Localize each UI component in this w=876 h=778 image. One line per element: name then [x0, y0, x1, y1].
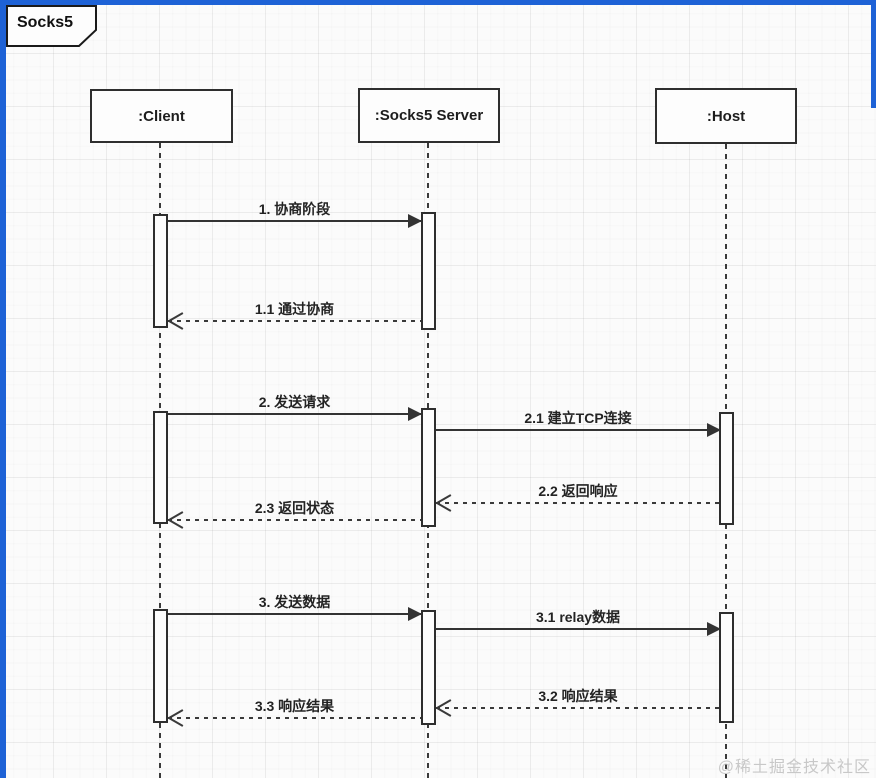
open-arrowhead-icon	[168, 710, 185, 726]
message-3-line	[168, 613, 421, 615]
message-1-1: 1.1 通过协商	[168, 301, 421, 329]
frame-label-tab: Socks5	[6, 5, 98, 47]
filled-arrowhead-icon	[707, 622, 721, 636]
filled-arrowhead-icon	[707, 423, 721, 437]
message-3-3: 3.3 响应结果	[168, 698, 421, 726]
message-3-1-line	[436, 628, 720, 630]
message-1-1-label: 1.1 通过协商	[254, 301, 335, 317]
activation-client-2	[153, 411, 168, 524]
message-1-line	[168, 220, 421, 222]
right-edge-accent	[871, 0, 876, 108]
actor-label-host: :Host	[706, 107, 746, 125]
actor-label-client: :Client	[138, 107, 185, 125]
activation-server-1	[421, 212, 436, 330]
message-2-3-label: 2.3 返回状态	[254, 500, 335, 516]
watermark-text: @稀土掘金技术社区	[717, 759, 871, 776]
message-2-3-line	[168, 519, 421, 521]
message-3-1-label: 3.1 relay数据	[535, 609, 621, 625]
message-2: 2. 发送请求	[168, 394, 422, 422]
open-arrowhead-icon	[436, 700, 453, 716]
open-arrowhead-icon	[168, 313, 185, 329]
filled-arrowhead-icon	[408, 607, 422, 621]
filled-arrowhead-icon	[408, 407, 422, 421]
actor-box-host: :Host	[655, 88, 797, 144]
message-3-2: 3.2 响应结果	[436, 688, 720, 716]
message-2-1: 2.1 建立TCP连接	[436, 410, 721, 438]
activation-host-2	[719, 412, 734, 525]
message-2-2-label: 2.2 返回响应	[538, 483, 618, 499]
frame-tab-shape-icon	[6, 5, 97, 47]
message-1: 1. 协商阶段	[168, 201, 422, 229]
activation-host-3	[719, 612, 734, 723]
activation-client-1	[153, 214, 168, 328]
message-2-label: 2. 发送请求	[258, 394, 331, 410]
message-3: 3. 发送数据	[168, 594, 422, 622]
activation-server-3	[421, 610, 436, 725]
filled-arrowhead-icon	[408, 214, 422, 228]
message-3-1: 3.1 relay数据	[436, 609, 721, 637]
actor-box-server: :Socks5 Server	[358, 88, 500, 143]
open-arrowhead-icon	[436, 495, 453, 511]
actor-box-client: :Client	[90, 89, 233, 143]
message-1-1-line	[168, 320, 421, 322]
activation-server-2	[421, 408, 436, 527]
message-1-label: 1. 协商阶段	[258, 201, 331, 217]
message-3-3-label: 3.3 响应结果	[254, 698, 335, 714]
left-edge-accent	[0, 0, 6, 778]
message-2-line	[168, 413, 421, 415]
message-2-1-label: 2.1 建立TCP连接	[524, 410, 632, 426]
message-3-label: 3. 发送数据	[258, 594, 331, 610]
message-2-1-line	[436, 429, 720, 431]
frame-label: Socks5	[16, 14, 74, 31]
message-2-2-line	[436, 502, 720, 504]
top-edge-accent	[0, 0, 876, 5]
activation-client-3	[153, 609, 168, 723]
open-arrowhead-icon	[168, 512, 185, 528]
actor-label-server: :Socks5 Server	[374, 107, 484, 124]
message-2-3: 2.3 返回状态	[168, 500, 421, 528]
message-3-2-label: 3.2 响应结果	[538, 688, 618, 704]
message-3-2-line	[436, 707, 720, 709]
message-3-3-line	[168, 717, 421, 719]
message-2-2: 2.2 返回响应	[436, 483, 720, 511]
